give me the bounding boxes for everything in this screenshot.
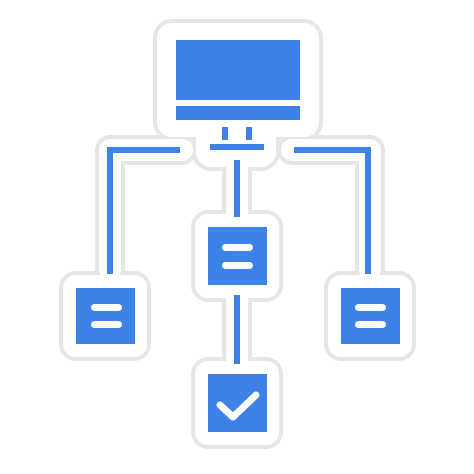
document-icon-center (208, 227, 267, 285)
connector-right (294, 147, 371, 274)
monitor-icon (176, 40, 300, 140)
checkmark-icon (216, 391, 260, 421)
document-icon-left (76, 288, 135, 344)
connector-lines (107, 144, 371, 364)
connector-left (107, 147, 180, 274)
document-icon-right (341, 288, 400, 344)
checkmark-box-icon (208, 374, 267, 432)
